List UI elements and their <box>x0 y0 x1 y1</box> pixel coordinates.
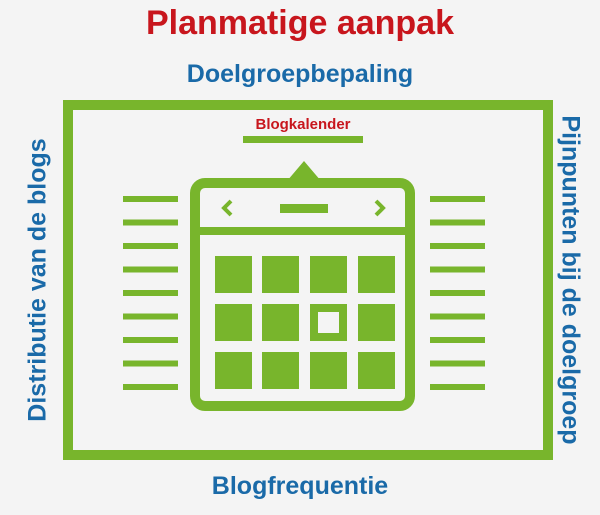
side-line-left <box>123 196 178 202</box>
calendar-day <box>215 304 252 341</box>
side-line-left <box>123 360 178 367</box>
calendar-day <box>262 352 299 389</box>
side-lines <box>123 196 485 390</box>
calendar-day <box>358 352 395 389</box>
calendar-title-underline <box>243 136 363 143</box>
side-line-right <box>430 360 485 367</box>
label-left: Distributie van de blogs <box>23 138 52 422</box>
side-line-left <box>123 384 178 390</box>
page-title: Planmatige aanpak <box>145 4 454 42</box>
month-bar <box>280 204 328 213</box>
calendar-grid <box>215 256 395 389</box>
calendar-day <box>310 256 347 293</box>
side-line-left <box>123 243 178 249</box>
side-line-right <box>430 243 485 249</box>
chevron-left-icon <box>221 199 233 217</box>
calendar-day <box>215 352 252 389</box>
side-line-left <box>123 337 178 343</box>
side-line-right <box>430 219 485 226</box>
side-line-left <box>123 219 178 226</box>
side-line-left <box>123 266 178 273</box>
chevron-right-icon <box>374 199 386 217</box>
calendar-label: Blogkalender <box>255 116 351 133</box>
calendar-day <box>358 256 395 293</box>
calendar-icon <box>190 178 415 411</box>
side-line-right <box>430 337 485 343</box>
side-line-left <box>123 290 178 296</box>
calendar-day <box>310 352 347 389</box>
calendar-day-selected-inner <box>318 312 339 333</box>
frame <box>63 100 553 460</box>
side-line-right <box>430 290 485 296</box>
calendar-pointer <box>287 161 321 181</box>
side-line-left <box>123 313 178 320</box>
side-line-right <box>430 266 485 273</box>
label-right: Pijnpunten bij de doelgroep <box>556 115 585 445</box>
side-line-right <box>430 313 485 320</box>
calendar-day <box>262 304 299 341</box>
side-line-right <box>430 384 485 390</box>
side-line-right <box>430 196 485 202</box>
label-top: Doelgroepbepaling <box>186 60 414 88</box>
calendar-day <box>262 256 299 293</box>
calendar-header-divider <box>195 227 410 235</box>
calendar-day <box>358 304 395 341</box>
calendar-day <box>215 256 252 293</box>
label-bottom: Blogfrequentie <box>211 472 389 500</box>
